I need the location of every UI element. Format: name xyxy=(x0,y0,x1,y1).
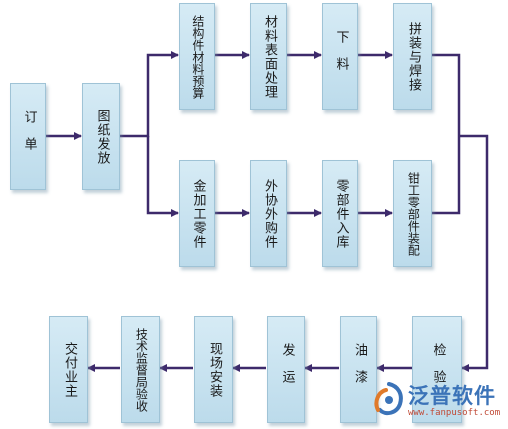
node-ship: 发运 xyxy=(267,316,305,423)
branch-connector xyxy=(120,51,179,138)
node-storage: 零部件入库 xyxy=(322,160,358,267)
node-drawings: 图纸发放 xyxy=(82,83,120,190)
node-order: 订单 xyxy=(10,83,46,190)
watermark-name: 泛普软件 xyxy=(408,384,496,408)
node-label: 技术监督局验收 xyxy=(134,327,149,412)
node-label: 钳工零部件装配 xyxy=(406,171,421,256)
node-label: 拼装与焊接 xyxy=(405,21,421,92)
node-label: 现场安装 xyxy=(206,341,222,398)
node-label: 发运 xyxy=(279,342,295,397)
node-fitter: 钳工零部件装配 xyxy=(393,160,432,267)
watermark-url: www.fanpusoft.com xyxy=(408,408,501,418)
node-outsource: 外协外购件 xyxy=(250,160,287,267)
node-deliver: 交付业主 xyxy=(49,316,88,423)
node-label: 材料表面处理 xyxy=(261,14,277,99)
merge-connector xyxy=(432,53,461,215)
node-label: 检验 xyxy=(430,342,446,397)
node-label: 零部件入库 xyxy=(333,178,349,249)
node-paint: 油漆 xyxy=(340,316,377,423)
logo-icon xyxy=(374,382,403,416)
node-inspect: 检验 xyxy=(412,316,462,423)
watermark: 泛普软件 www.fanpusoft.com xyxy=(372,378,504,426)
branch-connector-lower xyxy=(146,136,179,217)
node-label: 交付业主 xyxy=(61,341,77,398)
node-label: 外协外购件 xyxy=(261,178,277,249)
node-metalwork: 金加工零件 xyxy=(179,160,215,267)
node-install: 现场安装 xyxy=(194,316,233,423)
node-accept: 技术监督局验收 xyxy=(121,316,160,423)
node-label: 下料 xyxy=(333,29,349,84)
node-label: 结构件材料预算 xyxy=(190,14,205,99)
node-label: 订单 xyxy=(21,109,37,164)
node-label: 图纸发放 xyxy=(94,108,110,165)
node-cut: 下料 xyxy=(322,3,358,110)
node-surface: 材料表面处理 xyxy=(250,3,287,110)
node-weld: 拼装与焊接 xyxy=(393,3,432,110)
arrow-to-inspect xyxy=(459,134,489,372)
node-label: 油漆 xyxy=(351,342,367,397)
node-budget: 结构件材料预算 xyxy=(179,3,215,110)
node-label: 金加工零件 xyxy=(190,178,206,249)
